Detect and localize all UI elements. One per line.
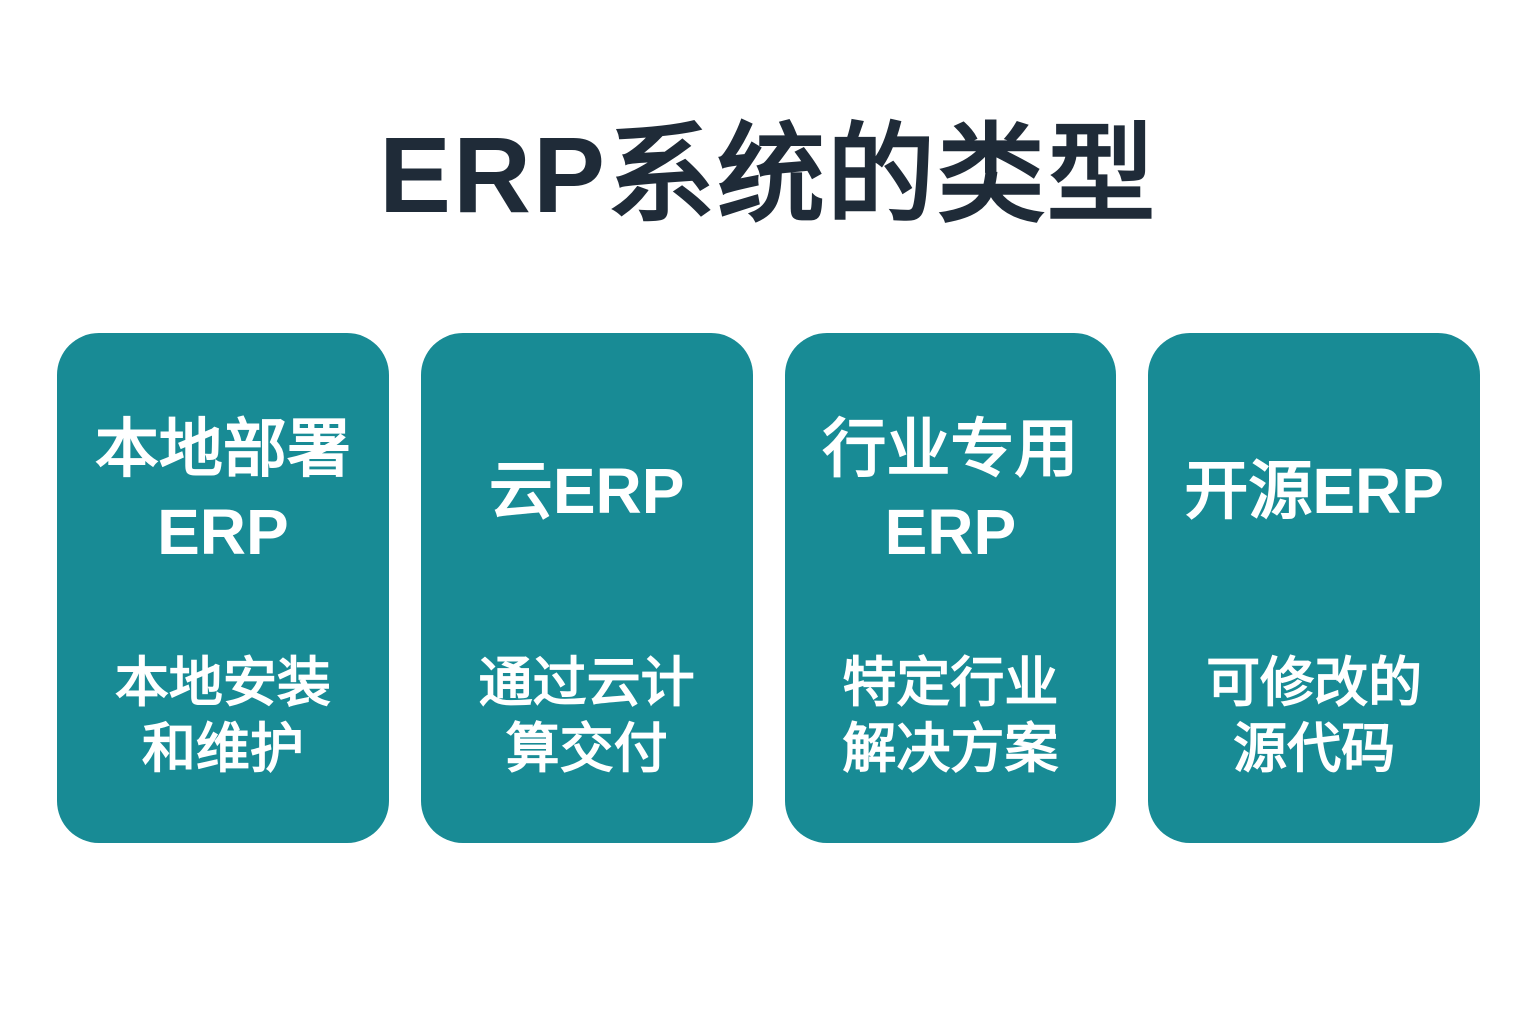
card-cloud-erp-description: 通过云计 算交付 xyxy=(478,653,695,780)
card-open-source-erp: 开源ERP 可修改的 源代码 xyxy=(1148,333,1480,843)
card-open-source-erp-description: 可修改的 源代码 xyxy=(1206,653,1423,780)
card-on-premise-erp-description: 本地安装 和维护 xyxy=(114,653,331,780)
card-industry-specific-erp-title: 行业专用 ERP xyxy=(822,412,1079,569)
card-on-premise-erp: 本地部署 ERP 本地安装 和维护 xyxy=(57,333,389,843)
card-open-source-erp-title: 开源ERP xyxy=(1184,454,1444,527)
card-industry-specific-erp-description: 特定行业 解决方案 xyxy=(842,653,1059,780)
card-cloud-erp: 云ERP 通过云计 算交付 xyxy=(420,333,753,843)
card-on-premise-erp-title: 本地部署 ERP xyxy=(94,412,351,569)
cards-container: 本地部署 ERP 本地安装 和维护 云ERP 通过云计 算交付 行业专用 ERP… xyxy=(57,333,1480,843)
card-industry-specific-erp: 行业专用 ERP 特定行业 解决方案 xyxy=(784,333,1117,843)
card-cloud-erp-title: 云ERP xyxy=(488,454,685,527)
page-title: ERP系统的类型 xyxy=(378,114,1158,235)
